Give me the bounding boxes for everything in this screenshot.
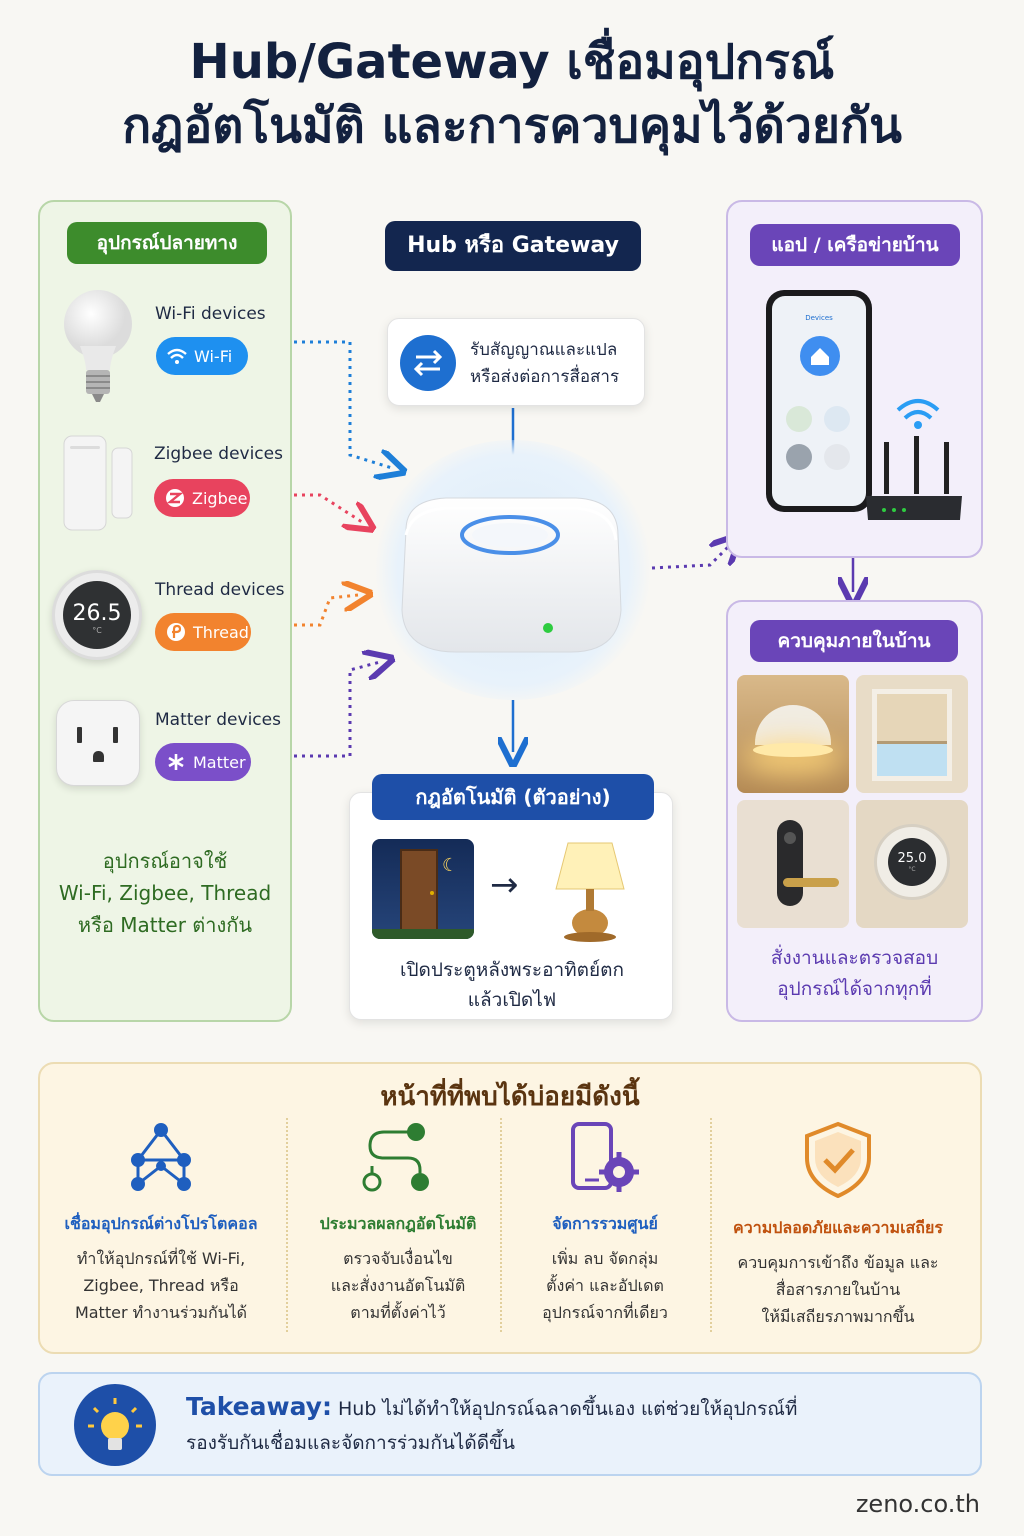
- function-line: Zigbee, Thread หรือ: [83, 1276, 239, 1295]
- thermostat-device: 26.5 °C: [52, 570, 142, 660]
- arrow-right-icon: →: [490, 865, 519, 905]
- room-icon-1[interactable]: [786, 406, 812, 432]
- divider: [286, 1118, 288, 1332]
- moon-icon: ☾: [442, 855, 459, 876]
- thread-badge: Thread: [155, 613, 251, 651]
- workflow-icon: [362, 1123, 429, 1192]
- takeaway-line-1: Hub ไม่ได้ทำให้อุปกรณ์ฉลาดขึ้นเอง แต่ช่ว…: [331, 1398, 798, 1420]
- home-control-note: สั่งงานและตรวจสอบ อุปกรณ์ได้จากทุกที่: [726, 943, 983, 1005]
- router-icon: [866, 399, 962, 520]
- page-title: Hub/Gateway เชื่อมอุปกรณ์ กฎอัตโนมัติ แล…: [0, 30, 1024, 158]
- function-line: สื่อสารภายในบ้าน: [775, 1280, 901, 1299]
- function-line: อุปกรณ์จากที่เดียว: [542, 1303, 668, 1322]
- function-title: จัดการรวมศูนย์: [552, 1214, 658, 1233]
- thread-icon: [165, 621, 187, 643]
- door-night-image: ☾: [372, 839, 474, 939]
- automation-header: กฎอัตโนมัติ (ตัวอย่าง): [372, 774, 654, 820]
- function-line: ตรวจจับเงื่อนไข: [343, 1249, 453, 1268]
- end-devices-note: อุปกรณ์อาจใช้ Wi-Fi, Zigbee, Thread หรือ…: [40, 845, 290, 941]
- phone-title: Devices: [805, 314, 833, 322]
- functions-heading: หน้าที่ที่พบได้บ่อยมีดังนี้: [380, 1082, 640, 1112]
- automation-line-2: แล้วเปิดไฟ: [467, 989, 557, 1011]
- smart-plug-icon: [56, 700, 140, 786]
- function-line: ให้มีเสถียรภาพมากขึ้น: [761, 1307, 915, 1326]
- thermostat-unit: °C: [92, 626, 102, 635]
- home-control-note-line-2: อุปกรณ์ได้จากทุกที่: [777, 978, 932, 1000]
- room-icon-2[interactable]: [824, 406, 850, 432]
- divider: [500, 1118, 502, 1332]
- function-item-security: ความปลอดภัยและความเสถียร ควบคุมการเข้าถึ…: [718, 1120, 958, 1330]
- wifi-icon: [166, 345, 188, 367]
- shield-check-icon: [805, 1121, 871, 1199]
- title-line-2: กฎอัตโนมัติ และการควบคุมไว้ด้วยกัน: [122, 98, 902, 154]
- automation-line-1: เปิดประตูหลังพระอาทิตย์ตก: [399, 959, 624, 981]
- home-control-note-line-1: สั่งงานและตรวจสอบ: [770, 947, 939, 969]
- function-item-central: จัดการรวมศูนย์ เพิ่ม ลบ จัดกลุ่ม ตั้งค่า…: [495, 1120, 715, 1326]
- takeaway-text: Takeaway: Hub ไม่ได้ทำให้อุปกรณ์ฉลาดขึ้น…: [186, 1390, 966, 1460]
- function-line: ตั้งค่า และอัปเดต: [546, 1276, 664, 1295]
- wall-thermostat-reading: 25.0: [897, 851, 927, 866]
- divider: [710, 1118, 712, 1332]
- lamp-icon: [555, 842, 625, 942]
- end-devices-note-line-1: อุปกรณ์อาจใช้: [102, 849, 228, 873]
- hub-device-icon: [401, 497, 622, 653]
- room-icon-4[interactable]: [824, 444, 850, 470]
- swap-arrows-icon: [400, 335, 456, 391]
- thread-badge-label: Thread: [193, 622, 249, 642]
- hub-header: Hub หรือ Gateway: [385, 221, 641, 271]
- lightbulb-icon: [74, 1384, 156, 1466]
- signal-card-line-1: รับสัญญาณและแปล: [470, 340, 618, 360]
- door-sensor-icon: [63, 435, 133, 531]
- matter-icon: [165, 751, 187, 773]
- function-item-protocols: เชื่อมอุปกรณ์ต่างโปรโตคอล ทำให้อุปกรณ์ที…: [46, 1120, 276, 1326]
- wifi-badge-label: Wi-Fi: [194, 346, 233, 366]
- thread-devices-label: Thread devices: [155, 580, 285, 600]
- matter-badge-label: Matter: [193, 752, 246, 772]
- function-line: Matter ทำงานร่วมกันได้: [74, 1303, 248, 1322]
- ceiling-light-image: [737, 675, 849, 793]
- network-icon: [131, 1123, 191, 1191]
- function-line: และสั่งงานอัตโนมัติ: [330, 1276, 466, 1295]
- function-title: ความปลอดภัยและความเสถียร: [733, 1218, 943, 1237]
- signal-card-line-2: หรือส่งต่อการสื่อสาร: [470, 367, 620, 387]
- zigbee-icon: [164, 487, 186, 509]
- function-item-automation: ประมวลผลกฎอัตโนมัติ ตรวจจับเงื่อนไข และส…: [288, 1120, 508, 1326]
- end-devices-header: อุปกรณ์ปลายทาง: [67, 222, 267, 264]
- window-blind-image: [856, 675, 968, 793]
- app-network-header: แอป / เครือข่ายบ้าน: [750, 224, 960, 266]
- home-control-header: ควบคุมภายในบ้าน: [750, 620, 958, 662]
- smartphone: Devices: [766, 290, 872, 512]
- takeaway-box: [38, 1372, 982, 1476]
- signal-translate-card: รับสัญญาณและแปล หรือส่งต่อการสื่อสาร: [387, 318, 645, 406]
- function-line: ตามที่ตั้งค่าไว้: [350, 1303, 446, 1322]
- end-devices-note-line-2: Wi-Fi, Zigbee, Thread: [58, 881, 272, 905]
- smart-bulb-icon: [64, 290, 132, 402]
- takeaway-label: Takeaway:: [186, 1392, 332, 1421]
- wall-thermostat-unit: °C: [908, 866, 916, 873]
- wifi-badge: Wi-Fi: [156, 337, 248, 375]
- end-devices-note-line-3: หรือ Matter ต่างกัน: [77, 913, 253, 937]
- takeaway-line-2: รองรับกันเชื่อมและจัดการร่วมกันได้ดีขึ้น: [186, 1432, 516, 1454]
- zigbee-devices-label: Zigbee devices: [154, 444, 283, 464]
- function-title: ประมวลผลกฎอัตโนมัติ: [319, 1214, 477, 1233]
- room-icon-3[interactable]: [786, 444, 812, 470]
- home-app-icon[interactable]: [800, 336, 840, 376]
- zigbee-badge: Zigbee: [154, 479, 250, 517]
- zigbee-badge-label: Zigbee: [192, 488, 248, 508]
- matter-devices-label: Matter devices: [155, 710, 281, 730]
- wifi-devices-label: Wi-Fi devices: [155, 304, 266, 324]
- phone-gear-icon: [571, 1122, 639, 1192]
- wall-thermostat-image: 25.0 °C: [856, 800, 968, 928]
- function-title: เชื่อมอุปกรณ์ต่างโปรโตคอล: [64, 1214, 258, 1233]
- function-line: ควบคุมการเข้าถึง ข้อมูล และ: [737, 1253, 939, 1272]
- automation-rule-card: ☾ → เปิดประตูหลังพระอาทิตย์ตก แล้วเปิดไฟ: [349, 792, 673, 1020]
- function-line: เพิ่ม ลบ จัดกลุ่ม: [551, 1249, 659, 1268]
- thermostat-reading: 26.5: [72, 601, 122, 626]
- matter-badge: Matter: [155, 743, 251, 781]
- title-line-1: Hub/Gateway เชื่อมอุปกรณ์: [189, 34, 835, 90]
- smart-lock-image: [737, 800, 849, 928]
- function-line: ทำให้อุปกรณ์ที่ใช้ Wi-Fi,: [76, 1249, 246, 1268]
- footer-brand[interactable]: zeno.co.th: [855, 1490, 980, 1518]
- common-functions-box: [38, 1062, 982, 1354]
